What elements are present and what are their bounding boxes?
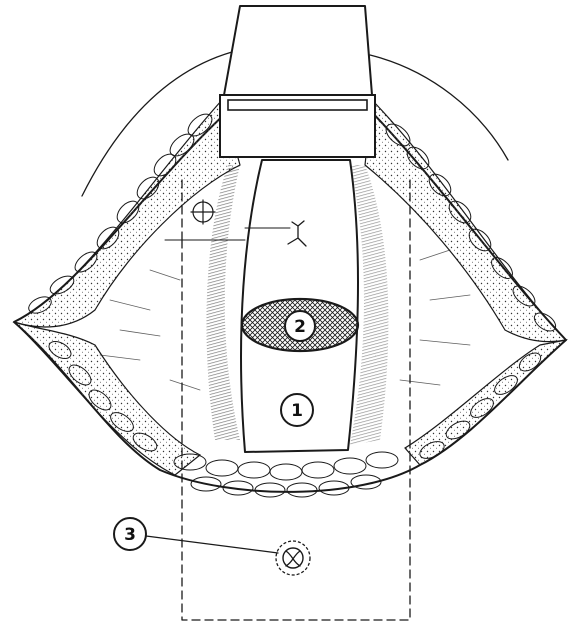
svg-text:1: 1	[291, 401, 303, 421]
target-site	[276, 541, 310, 575]
vessel-sketch	[288, 221, 306, 246]
fat-layer-upper-left	[14, 100, 240, 327]
marker-3: 3	[114, 518, 146, 550]
svg-text:2: 2	[294, 317, 306, 337]
fat-layer-upper-right	[365, 100, 566, 342]
marker-2: 2	[285, 311, 315, 341]
fat-lobules-bottom	[174, 452, 398, 497]
marker-3-leader	[146, 536, 278, 553]
crosshair-target	[191, 200, 215, 224]
fat-layer-lower-right	[405, 340, 566, 465]
svg-text:3: 3	[124, 525, 136, 545]
fat-layer-lower-left	[14, 322, 200, 475]
retractor-blade	[220, 95, 375, 157]
retractor-handle	[224, 6, 372, 95]
marker-1: 1	[281, 394, 313, 426]
